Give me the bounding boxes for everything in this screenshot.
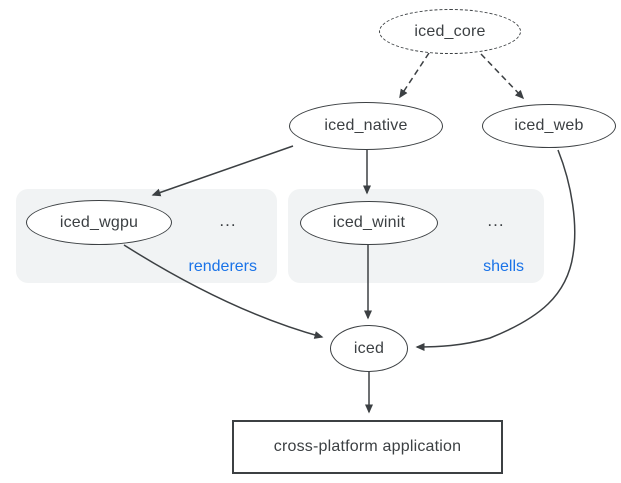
node-iced-wgpu: iced_wgpu — [26, 200, 172, 245]
node-iced-native: iced_native — [289, 102, 443, 150]
shells-label-container: shells — [288, 189, 544, 283]
edge-iced-core-to-iced-web — [480, 53, 525, 100]
node-iced-winit: iced_winit — [300, 201, 438, 245]
edge-iced-core-to-iced-native — [399, 52, 430, 99]
node-iced: iced — [330, 325, 408, 372]
edge-iced-web-to-iced — [415, 149, 576, 351]
edge-iced-native-to-iced-wgpu — [151, 145, 294, 197]
renderers-label-container: renderers — [16, 189, 277, 283]
node-cross-platform-application: cross-platform application — [232, 420, 503, 474]
shells-group-label: shells — [483, 258, 524, 275]
renderers-ellipsis: ... — [219, 211, 237, 230]
shells-ellipsis: ... — [487, 211, 505, 230]
node-iced-web: iced_web — [482, 104, 616, 148]
node-iced-core: iced_core — [379, 9, 521, 54]
renderers-group-label: renderers — [188, 258, 257, 275]
edge-iced-wgpu-to-iced — [123, 244, 324, 339]
